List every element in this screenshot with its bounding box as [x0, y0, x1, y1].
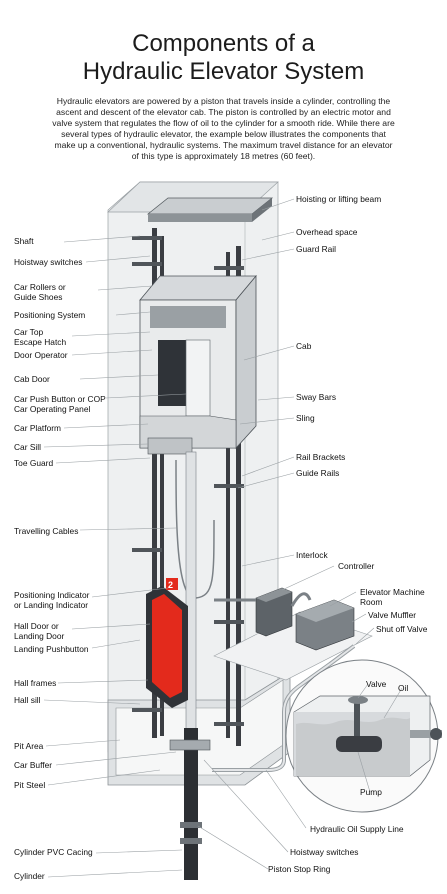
label-rail-brackets: Rail Brackets — [296, 452, 346, 462]
hall-door — [146, 578, 188, 708]
label-cylinder-pvc: Cylinder PVC Cacing — [14, 847, 93, 857]
leader-lines-right — [197, 198, 403, 870]
label-valve-muffler: Valve Muffler — [368, 610, 417, 620]
label-machine-room-2: Room — [360, 597, 383, 607]
label-car-rollers-2: Guide Shoes — [14, 292, 63, 302]
label-machine-room-1: Elevator Machine — [360, 587, 425, 597]
label-shut-off-valve: Shut off Valve — [376, 624, 428, 634]
cab — [139, 274, 257, 455]
label-toe-guard: Toe Guard — [14, 458, 54, 468]
label-pump: Pump — [360, 787, 382, 797]
label-hall-door-2: Landing Door — [14, 631, 65, 641]
label-hall-frames: Hall frames — [14, 678, 57, 688]
label-car-push-1: Car Push Button or COP — [14, 394, 106, 404]
machine-room — [213, 587, 373, 681]
label-hall-sill: Hall sill — [14, 695, 41, 705]
label-guard-rail: Guard Rail — [296, 244, 337, 254]
label-oil: Oil — [398, 683, 409, 693]
intro-paragraph: Hydraulic elevators are powered by a pis… — [52, 96, 395, 161]
title-line-2: Hydraulic Elevator System — [82, 58, 365, 85]
label-positioning-system: Positioning System — [14, 310, 86, 320]
door-panel-red — [152, 594, 182, 698]
label-controller: Controller — [338, 561, 375, 571]
label-car-top-1: Car Top — [14, 327, 44, 337]
label-cab: Cab — [296, 341, 312, 351]
label-pit-steel: Pit Steel — [14, 780, 46, 790]
label-sway-bars: Sway Bars — [296, 392, 337, 402]
label-travelling-cables: Travelling Cables — [14, 526, 79, 536]
leader-lines — [43, 235, 187, 878]
pump-inset — [285, 659, 442, 813]
label-hoistway-switches-bottom: Hoistway switches — [290, 847, 359, 857]
label-pit-area: Pit Area — [14, 741, 44, 751]
label-car-sill: Car Sill — [14, 442, 41, 452]
label-door-operator: Door Operator — [14, 350, 68, 360]
label-landing-pushbutton: Landing Pushbutton — [14, 644, 89, 654]
label-hoisting-beam: Hoisting or lifting beam — [296, 194, 382, 204]
label-overhead-space: Overhead space — [296, 227, 358, 237]
label-cylinder: Cylinder — [14, 871, 45, 881]
label-oil-supply-line: Hydraulic Oil Supply Line — [310, 824, 404, 834]
label-piston-stop-ring: Piston Stop Ring — [268, 864, 331, 874]
label-car-push-2: Car Operating Panel — [14, 404, 91, 414]
hoisting-beam — [146, 197, 274, 222]
label-car-platform: Car Platform — [14, 423, 62, 433]
label-valve: Valve — [366, 679, 387, 689]
rail-brackets — [132, 236, 244, 726]
piston-cylinder — [169, 451, 211, 880]
label-interlock: Interlock — [296, 550, 328, 560]
label-shaft: Shaft — [14, 236, 34, 246]
label-hall-door-1: Hall Door or — [14, 621, 59, 631]
label-car-buffer: Car Buffer — [14, 760, 53, 770]
label-hoistway-switches-top: Hoistway switches — [14, 257, 83, 267]
label-guide-rails: Guide Rails — [296, 468, 340, 478]
label-car-top-2: Escape Hatch — [14, 337, 67, 347]
guide-rails — [152, 228, 241, 746]
label-positioning-indicator-2: or Landing Indicator — [14, 600, 89, 610]
title-line-1: Components of a — [132, 30, 315, 57]
indicator-number: 2 — [168, 580, 173, 590]
label-sling: Sling — [296, 413, 315, 423]
label-cab-door: Cab Door — [14, 374, 50, 384]
label-positioning-indicator-1: Positioning Indicator — [14, 590, 90, 600]
label-car-rollers-1: Car Rollers or — [14, 282, 66, 292]
